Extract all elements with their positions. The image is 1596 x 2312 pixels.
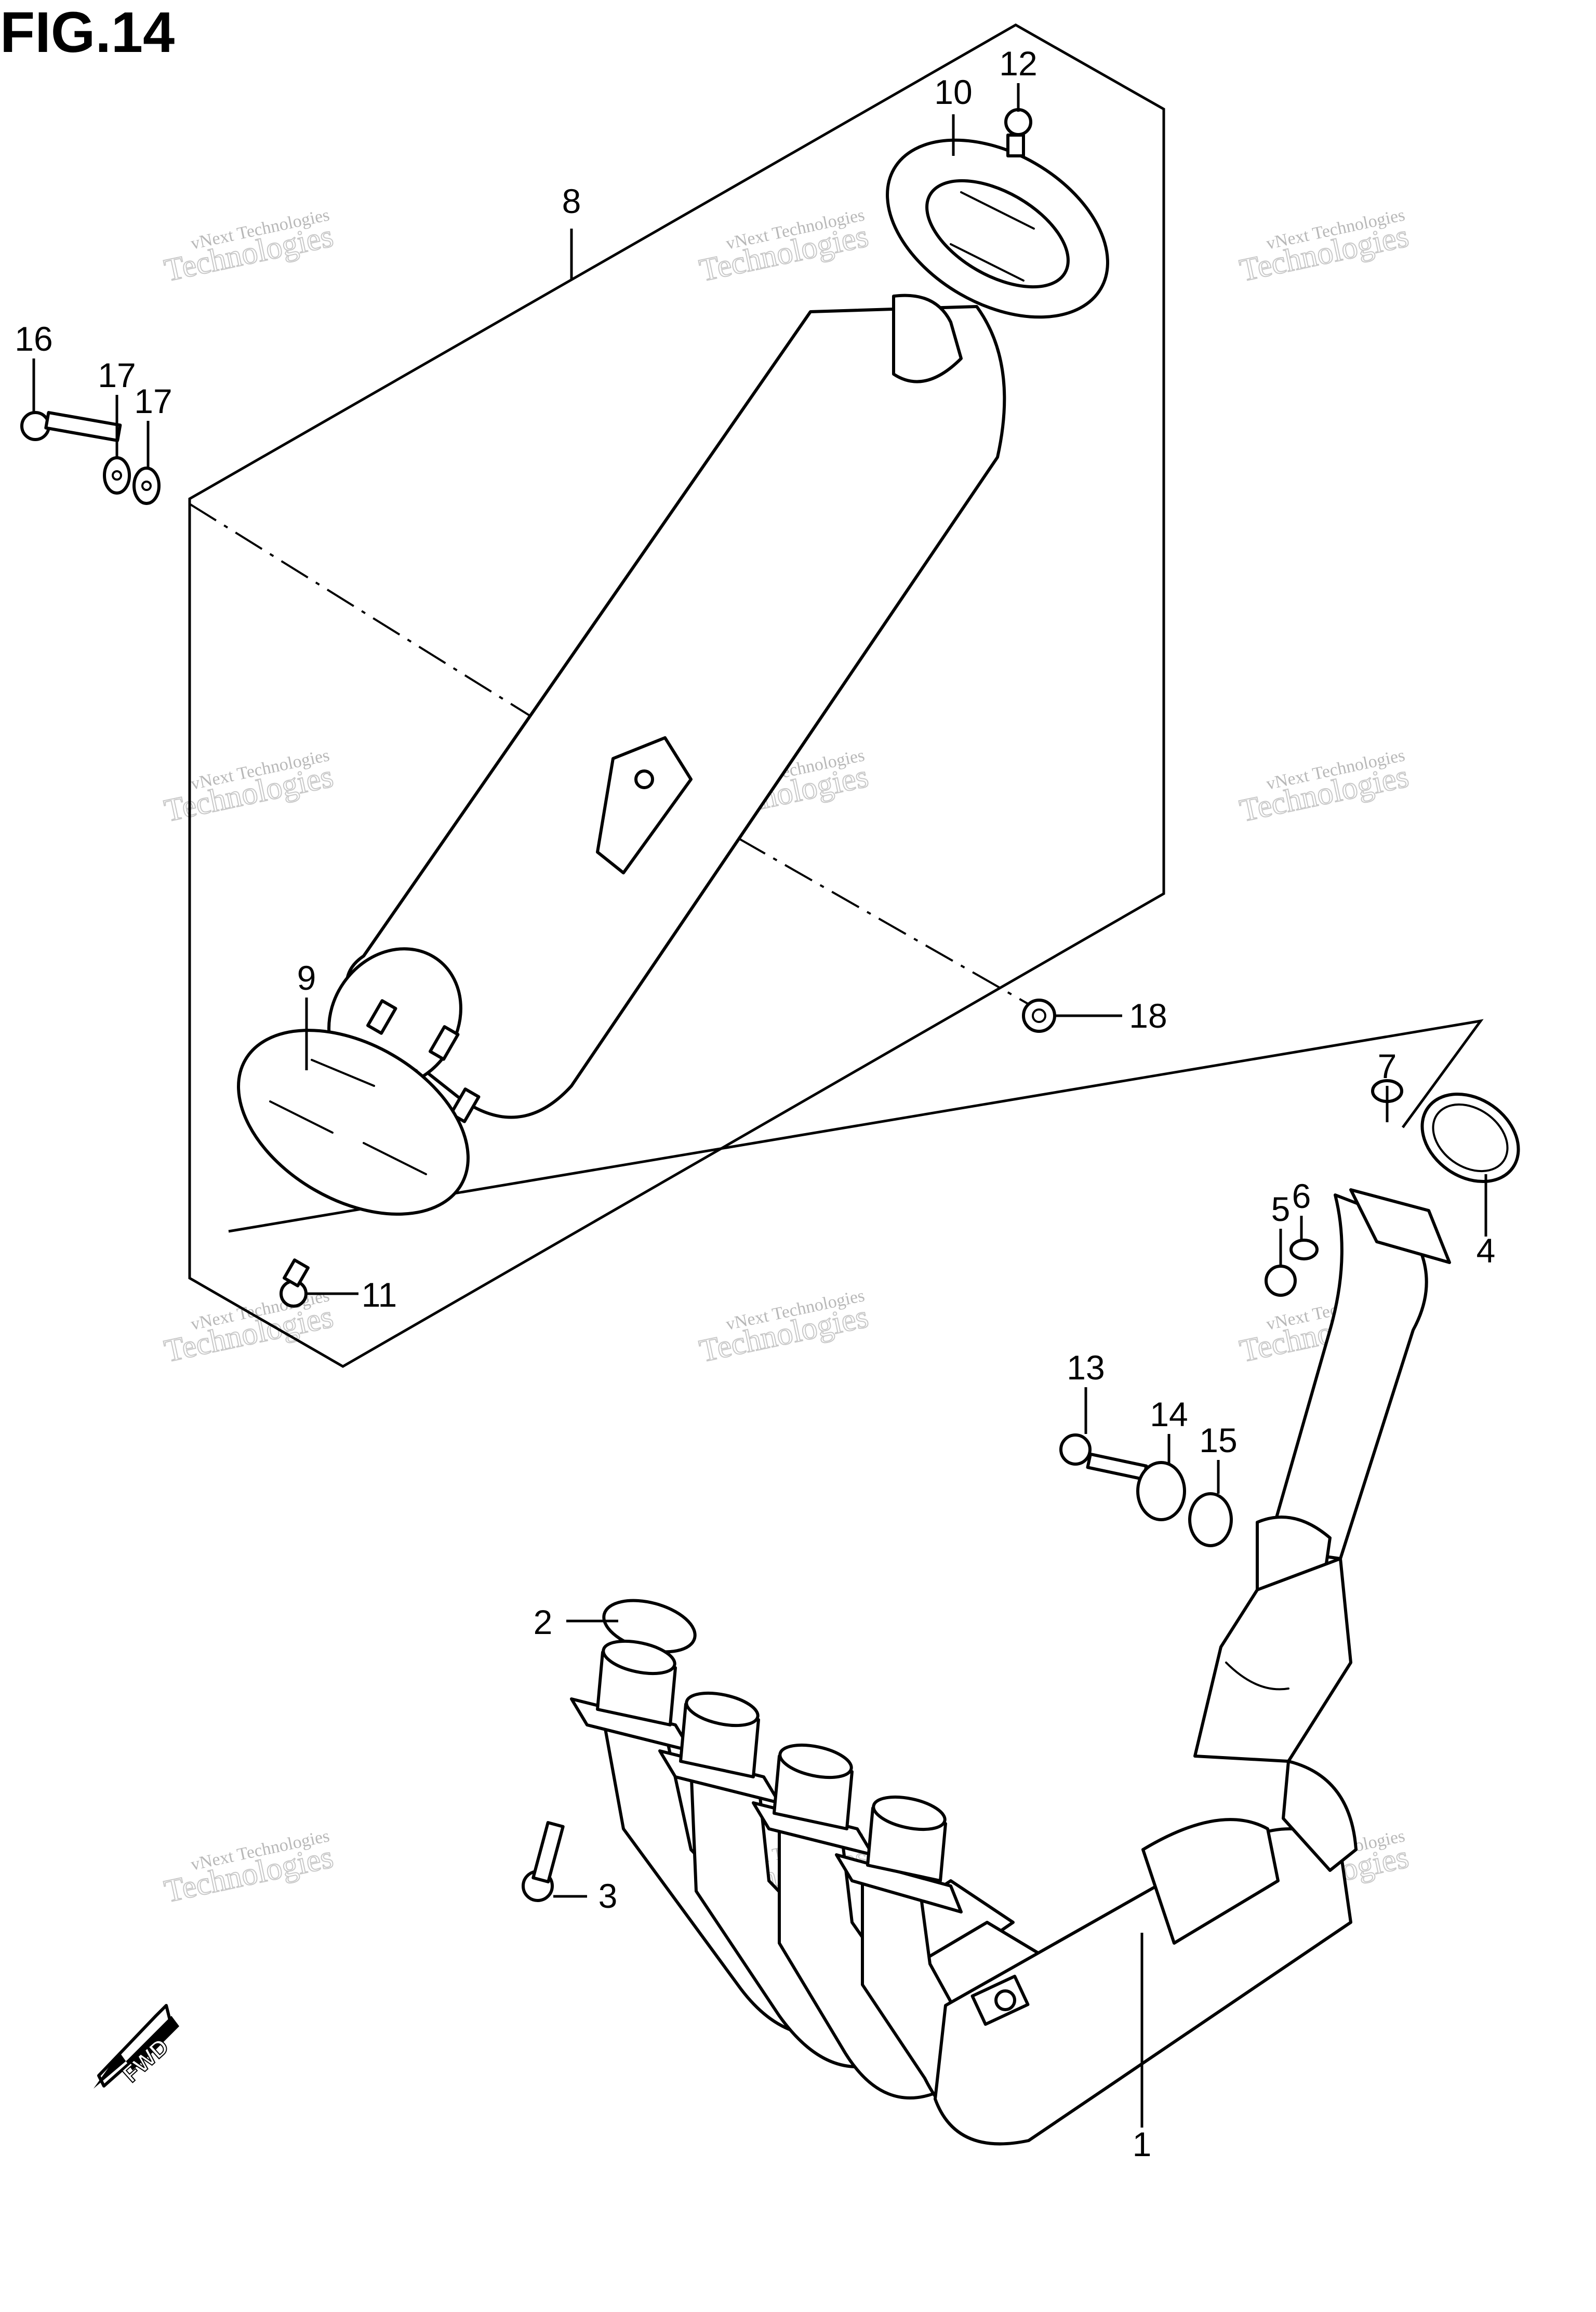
leader-lines bbox=[32, 83, 1487, 2128]
callout-8: 8 bbox=[562, 182, 581, 220]
bolt-16 bbox=[20, 411, 122, 442]
assembly-axis bbox=[189, 503, 541, 723]
callout-12: 12 bbox=[999, 44, 1037, 83]
washer-17a bbox=[103, 456, 131, 495]
callouts: 1 2 3 4 5 6 7 8 9 10 11 12 13 14 15 16 1… bbox=[15, 44, 1495, 2163]
fwd-arrow-icon: FWD bbox=[94, 2004, 179, 2089]
callout-17b: 17 bbox=[134, 382, 172, 420]
callout-16: 16 bbox=[15, 320, 52, 358]
figure-title: FIG.14 bbox=[0, 1, 175, 64]
callout-11: 11 bbox=[362, 1275, 397, 1314]
nut-18 bbox=[1022, 999, 1056, 1033]
callout-6: 6 bbox=[1292, 1177, 1311, 1215]
exhaust-pipe bbox=[570, 1188, 1451, 2146]
muffler-assembly-frame bbox=[188, 23, 1165, 1368]
bolt-12 bbox=[1004, 108, 1032, 157]
callout-5: 5 bbox=[1271, 1190, 1291, 1228]
callout-7: 7 bbox=[1378, 1047, 1397, 1085]
muffler bbox=[327, 294, 1006, 1123]
collar-15 bbox=[1188, 1492, 1233, 1547]
washer-17b bbox=[132, 467, 161, 505]
callout-18: 18 bbox=[1129, 996, 1167, 1035]
rubber-14 bbox=[1136, 1461, 1186, 1521]
rear-end-cap bbox=[886, 138, 1109, 319]
front-end-cap bbox=[237, 1029, 470, 1216]
bolt-13 bbox=[1059, 1433, 1148, 1481]
callout-9: 9 bbox=[297, 959, 316, 997]
callout-14: 14 bbox=[1150, 1395, 1188, 1433]
bolt-3 bbox=[522, 1821, 565, 1902]
callout-17a: 17 bbox=[98, 356, 136, 394]
callout-3: 3 bbox=[598, 1877, 618, 1915]
lower-group-bracket bbox=[228, 1019, 1484, 1233]
gasket-4 bbox=[1420, 1092, 1520, 1184]
callout-4: 4 bbox=[1477, 1231, 1496, 1270]
bolt-11 bbox=[280, 1258, 310, 1308]
washer-6 bbox=[1289, 1239, 1319, 1260]
callout-15: 15 bbox=[1199, 1421, 1237, 1459]
callout-2: 2 bbox=[534, 1603, 553, 1641]
nut-5 bbox=[1265, 1265, 1297, 1297]
callout-1: 1 bbox=[1133, 2125, 1152, 2163]
callout-10: 10 bbox=[934, 73, 972, 111]
callout-13: 13 bbox=[1067, 1348, 1105, 1387]
